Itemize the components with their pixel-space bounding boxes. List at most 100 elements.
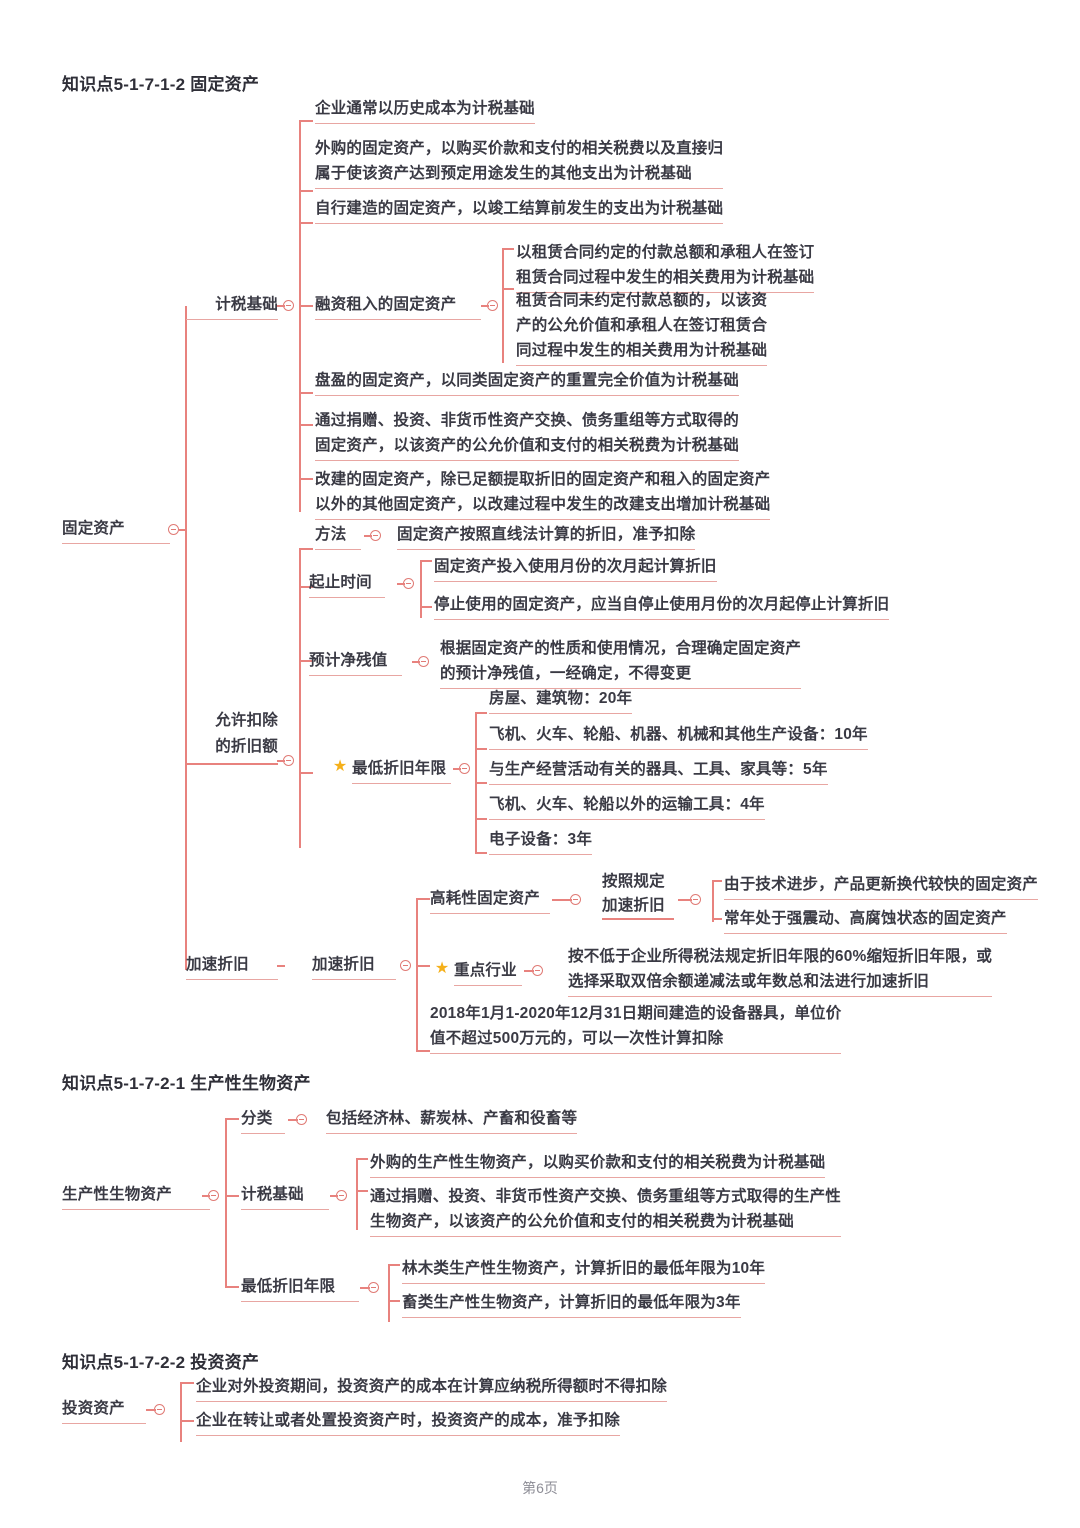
connector-pba-root-stub [202, 1195, 210, 1197]
elbow-ia-1 [180, 1382, 194, 1384]
item-tax-basis-6[interactable]: 通过捐赠、投资、非货币性资产交换、债务重组等方式取得的 固定资产，以该资产的公允… [315, 408, 739, 461]
spine-accelerated [416, 898, 418, 1050]
section-heading-productive-biological-assets: 知识点5-1-7-2-1 生产性生物资产 [62, 1074, 311, 1093]
subitem-finance-lease-2[interactable]: 租赁合同未约定付款总额的，以该资 产的公允价值和承租人在签订租赁合 同过程中发生… [516, 288, 768, 366]
spine-finance-lease [502, 248, 504, 363]
section-heading-fixed-assets: 知识点5-1-7-1-2 固定资产 [62, 75, 260, 94]
sublabel-accelerate-by-rule[interactable]: 按照规定 加速折旧 [602, 873, 665, 914]
elbow-hc-2 [712, 918, 722, 920]
elbow-tb-7 [299, 478, 313, 480]
item-mdy-3[interactable]: 与生产经营活动有关的器具、工具、家具等：5年 [489, 757, 828, 785]
sublabel-residual-value[interactable]: 预计净残值 [309, 648, 402, 676]
elbow-tb-3 [299, 222, 313, 224]
connector-ki-stub [524, 970, 534, 972]
collapse-toggle-accelerated-depreciation[interactable] [400, 960, 411, 971]
spine-deductible [299, 548, 301, 848]
branch-label-accelerated-depreciation-dup[interactable]: 加速折旧 [312, 952, 396, 980]
connector-pbatb-stub [330, 1195, 338, 1197]
elbow-pba-3 [225, 1286, 239, 1288]
elbow-dd-1 [299, 548, 313, 550]
connector-pbam-stub [360, 1287, 370, 1289]
collapse-toggle-root-fixed-assets[interactable] [168, 524, 179, 535]
elbow-pbam-1 [388, 1264, 400, 1266]
item-hc-1[interactable]: 由于技术进步，产品更新换代较快的固定资产 [724, 872, 1039, 900]
elbow-pba-1 [225, 1118, 239, 1120]
star-icon-key-industry: ★ [434, 960, 450, 977]
elbow-mdy-2 [475, 748, 487, 750]
elbow-mdy-3 [475, 782, 487, 784]
item-tax-basis-2[interactable]: 外购的固定资产，以购买价款和支付的相关税费以及直接归 属于使该资产达到预定用途发… [315, 136, 724, 189]
item-investment-1[interactable]: 企业对外投资期间，投资资产的成本在计算应纳税所得额时不得扣除 [196, 1374, 668, 1402]
connector-hc-stub [552, 899, 572, 901]
elbow-ad-1 [416, 898, 430, 900]
connector-set-stub [397, 583, 405, 585]
underline-b2 [186, 763, 278, 765]
item-hc-2[interactable]: 常年处于强震动、高腐蚀状态的固定资产 [724, 906, 1007, 934]
page-footer: 第6页 [522, 1480, 558, 1496]
elbow-tb-4 [299, 305, 313, 307]
connector-ia-root-stub [146, 1409, 156, 1411]
elbow-tb-2 [299, 190, 313, 192]
item-tax-basis-7[interactable]: 改建的固定资产，除已足额提取折旧的固定资产和租入的固定资产 以外的其他固定资产，… [315, 467, 771, 520]
item-tax-basis-1[interactable]: 企业通常以历史成本为计税基础 [315, 96, 535, 124]
sublabel-key-industry[interactable]: 重点行业 [454, 958, 522, 986]
elbow-ad-3 [416, 1050, 430, 1052]
branch-label-deductible-depreciation[interactable]: 允许扣除 的折旧额 [215, 712, 278, 755]
item-mdy-4[interactable]: 飞机、火车、轮船以外的运输工具：4年 [489, 792, 765, 820]
item-one-time-deduction[interactable]: 2018年1月1-2020年12月31日期间建造的设备器具，单位价 值不超过50… [430, 1001, 842, 1054]
root-node-productive-biological-assets[interactable]: 生产性生物资产 [62, 1182, 210, 1210]
item-start-end-1[interactable]: 固定资产投入使用月份的次月起计算折旧 [434, 554, 717, 582]
item-key-industry-1[interactable]: 按不低于企业所得税法规定折旧年限的60%缩短折旧年限，或 选择采取双倍余额递减法… [568, 944, 993, 997]
spine-root-stub [179, 529, 187, 531]
item-mdy-1[interactable]: 房屋、建筑物：20年 [489, 686, 633, 714]
item-classification-1[interactable]: 包括经济林、薪炭林、产畜和役畜等 [326, 1106, 578, 1134]
item-start-end-2[interactable]: 停止使用的固定资产，应当自停止使用月份的次月起停止计算折旧 [434, 592, 890, 620]
elbow-pbatb-2 [356, 1190, 368, 1192]
item-pba-tax-basis-1[interactable]: 外购的生产性生物资产，以购买价款和支付的相关税费为计税基础 [370, 1150, 826, 1178]
item-tax-basis-finance-lease[interactable]: 融资租入的固定资产 [315, 292, 481, 320]
elbow-pba-2 [225, 1195, 239, 1197]
elbow-mdy-1 [475, 712, 487, 714]
sublabel-high-consumption-asset[interactable]: 高耗性固定资产 [430, 886, 550, 914]
sublabel-pba-tax-basis[interactable]: 计税基础 [241, 1182, 329, 1210]
elbow-mdy-5 [475, 852, 487, 854]
spine-high-consumption [712, 880, 714, 922]
item-tax-basis-5[interactable]: 盘盈的固定资产，以同类固定资产的重置完全价值为计税基础 [315, 368, 739, 396]
item-mdy-2[interactable]: 飞机、火车、轮船、机器、机械和其他生产设备：10年 [489, 722, 868, 750]
elbow-set-2 [420, 606, 432, 608]
item-mdy-5[interactable]: 电子设备：3年 [489, 827, 593, 855]
root-node-fixed-assets[interactable]: 固定资产 [62, 516, 170, 544]
branch-label-accelerated-depreciation[interactable]: 加速折旧 [186, 952, 278, 980]
elbow-set-1 [420, 560, 432, 562]
sublabel-min-depreciation-years[interactable]: 最低折旧年限 [352, 756, 451, 784]
root-node-investment-assets[interactable]: 投资资产 [62, 1396, 146, 1424]
item-pba-tax-basis-2[interactable]: 通过捐赠、投资、非货币性资产交换、债务重组等方式取得的生产性 生物资产，以该资产… [370, 1184, 842, 1237]
item-tax-basis-3[interactable]: 自行建造的固定资产，以竣工结算前发生的支出为计税基础 [315, 196, 724, 224]
section-heading-investment-assets: 知识点5-1-7-2-2 投资资产 [62, 1353, 260, 1372]
sublabel-method[interactable]: 方法 [315, 522, 361, 550]
connector-tax-basis-stub [277, 305, 285, 307]
connector-b3-stub [277, 965, 285, 967]
elbow-fl-1 [502, 248, 514, 250]
connector-mdy-stub [453, 768, 461, 770]
branch-label-tax-basis[interactable]: 计税基础 [186, 292, 278, 320]
item-investment-2[interactable]: 企业在转让或者处置投资资产时，投资资产的成本，准予扣除 [196, 1408, 620, 1436]
elbow-pbatb-1 [356, 1158, 368, 1160]
sublabel-start-end-time[interactable]: 起止时间 [309, 570, 385, 598]
subitem-finance-lease-1[interactable]: 以租赁合同约定的付款总额和承租人在签订 租赁合同过程中发生的相关费用为计税基础 [516, 240, 815, 293]
underline-abr [602, 918, 674, 920]
elbow-ia-2 [180, 1420, 194, 1422]
item-method-1[interactable]: 固定资产按照直线法计算的折旧，准予扣除 [397, 522, 696, 550]
connector-b2-stub [277, 760, 285, 762]
spine-tax-basis [299, 120, 301, 512]
item-pba-min-1[interactable]: 林木类生产性生物资产，计算折旧的最低年限为10年 [402, 1256, 766, 1284]
spine-start-end-time [420, 560, 422, 618]
elbow-ad-2 [416, 965, 430, 967]
spine-pba-tax-basis [356, 1158, 358, 1230]
elbow-hc-1 [712, 880, 722, 882]
item-pba-min-2[interactable]: 畜类生产性生物资产，计算折旧的最低年限为3年 [402, 1290, 741, 1318]
sublabel-classification[interactable]: 分类 [241, 1106, 285, 1134]
connector-fl-stub [481, 305, 489, 307]
item-residual-1[interactable]: 根据固定资产的性质和使用情况，合理确定固定资产 的预计净残值，一经确定，不得变更 [440, 636, 802, 689]
sublabel-pba-min-years[interactable]: 最低折旧年限 [241, 1274, 359, 1302]
